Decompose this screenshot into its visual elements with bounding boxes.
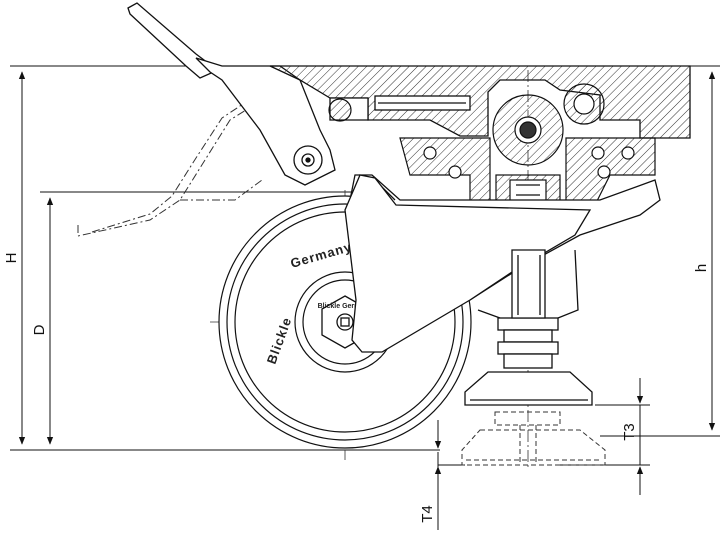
kingpin-assembly <box>328 83 605 166</box>
levelling-foot <box>464 249 593 406</box>
dimension-label-h-total: H <box>3 253 20 264</box>
pivot-bolt <box>293 145 323 175</box>
dimension-label-t3: T3 <box>621 423 638 441</box>
dimension-lines <box>10 65 720 530</box>
dimension-label-t4: T4 <box>419 505 436 523</box>
hub-brand: Blickle Germany <box>318 303 373 310</box>
fork-leg <box>344 174 592 353</box>
dimension-label-d: D <box>31 324 48 335</box>
levelling-foot-lowered <box>461 411 606 466</box>
dimension-label-h-plate: h <box>693 264 710 272</box>
